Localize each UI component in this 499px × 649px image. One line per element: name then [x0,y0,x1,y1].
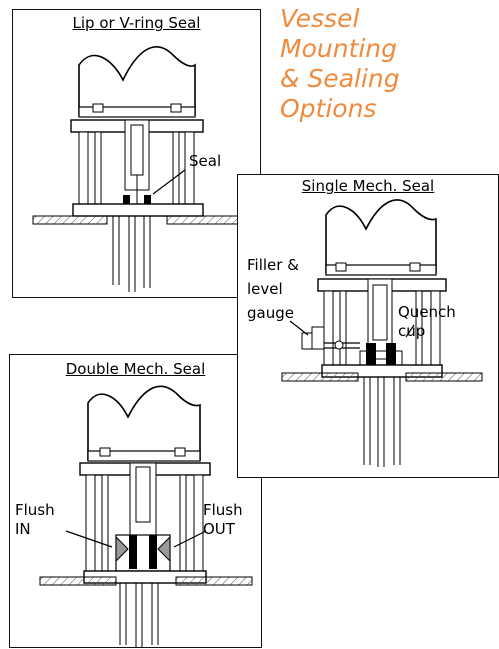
double-mech-seal-panel: Double Mech. Seal [9,354,262,648]
lip-seal-title: Lip or V-ring Seal [72,14,201,32]
single-mech-seal-panel: Single Mech. Seal [237,174,499,478]
heading-line-3: & Sealing [280,64,400,93]
lip-seal-drawing [32,46,243,292]
filler-line-1: Filler & [247,256,299,274]
filler-line-3: gauge [247,304,294,322]
quench-cup-label: Quench cup [398,303,456,341]
flush-out-label: Flush OUT [203,501,243,539]
filler-line-2: level [247,280,283,298]
seal-label: Seal [189,152,222,170]
double-mech-seal-title: Double Mech. Seal [65,360,206,378]
quench-line-2: cup [398,322,426,340]
flush-in-line-2: IN [15,520,31,538]
double-mech-seal-drawing [39,385,253,647]
flush-out-line-2: OUT [203,520,235,538]
lip-seal-panel: Lip or V-ring Seal [12,9,261,298]
flush-in-line-1: Flush [15,501,55,519]
flush-in-label: Flush IN [15,501,55,539]
single-mech-seal-title: Single Mech. Seal [301,177,435,195]
heading-line-1: Vessel [280,4,360,33]
heading-line-2: Mounting [280,34,398,63]
heading-line-4: Options [280,94,377,123]
page-heading: Vessel Mounting & Sealing Options [280,4,400,124]
single-mech-seal-drawing [281,199,483,467]
filler-level-gauge-label: Filler & level gauge [247,253,299,325]
quench-line-1: Quench [398,303,456,321]
flush-out-line-1: Flush [203,501,243,519]
